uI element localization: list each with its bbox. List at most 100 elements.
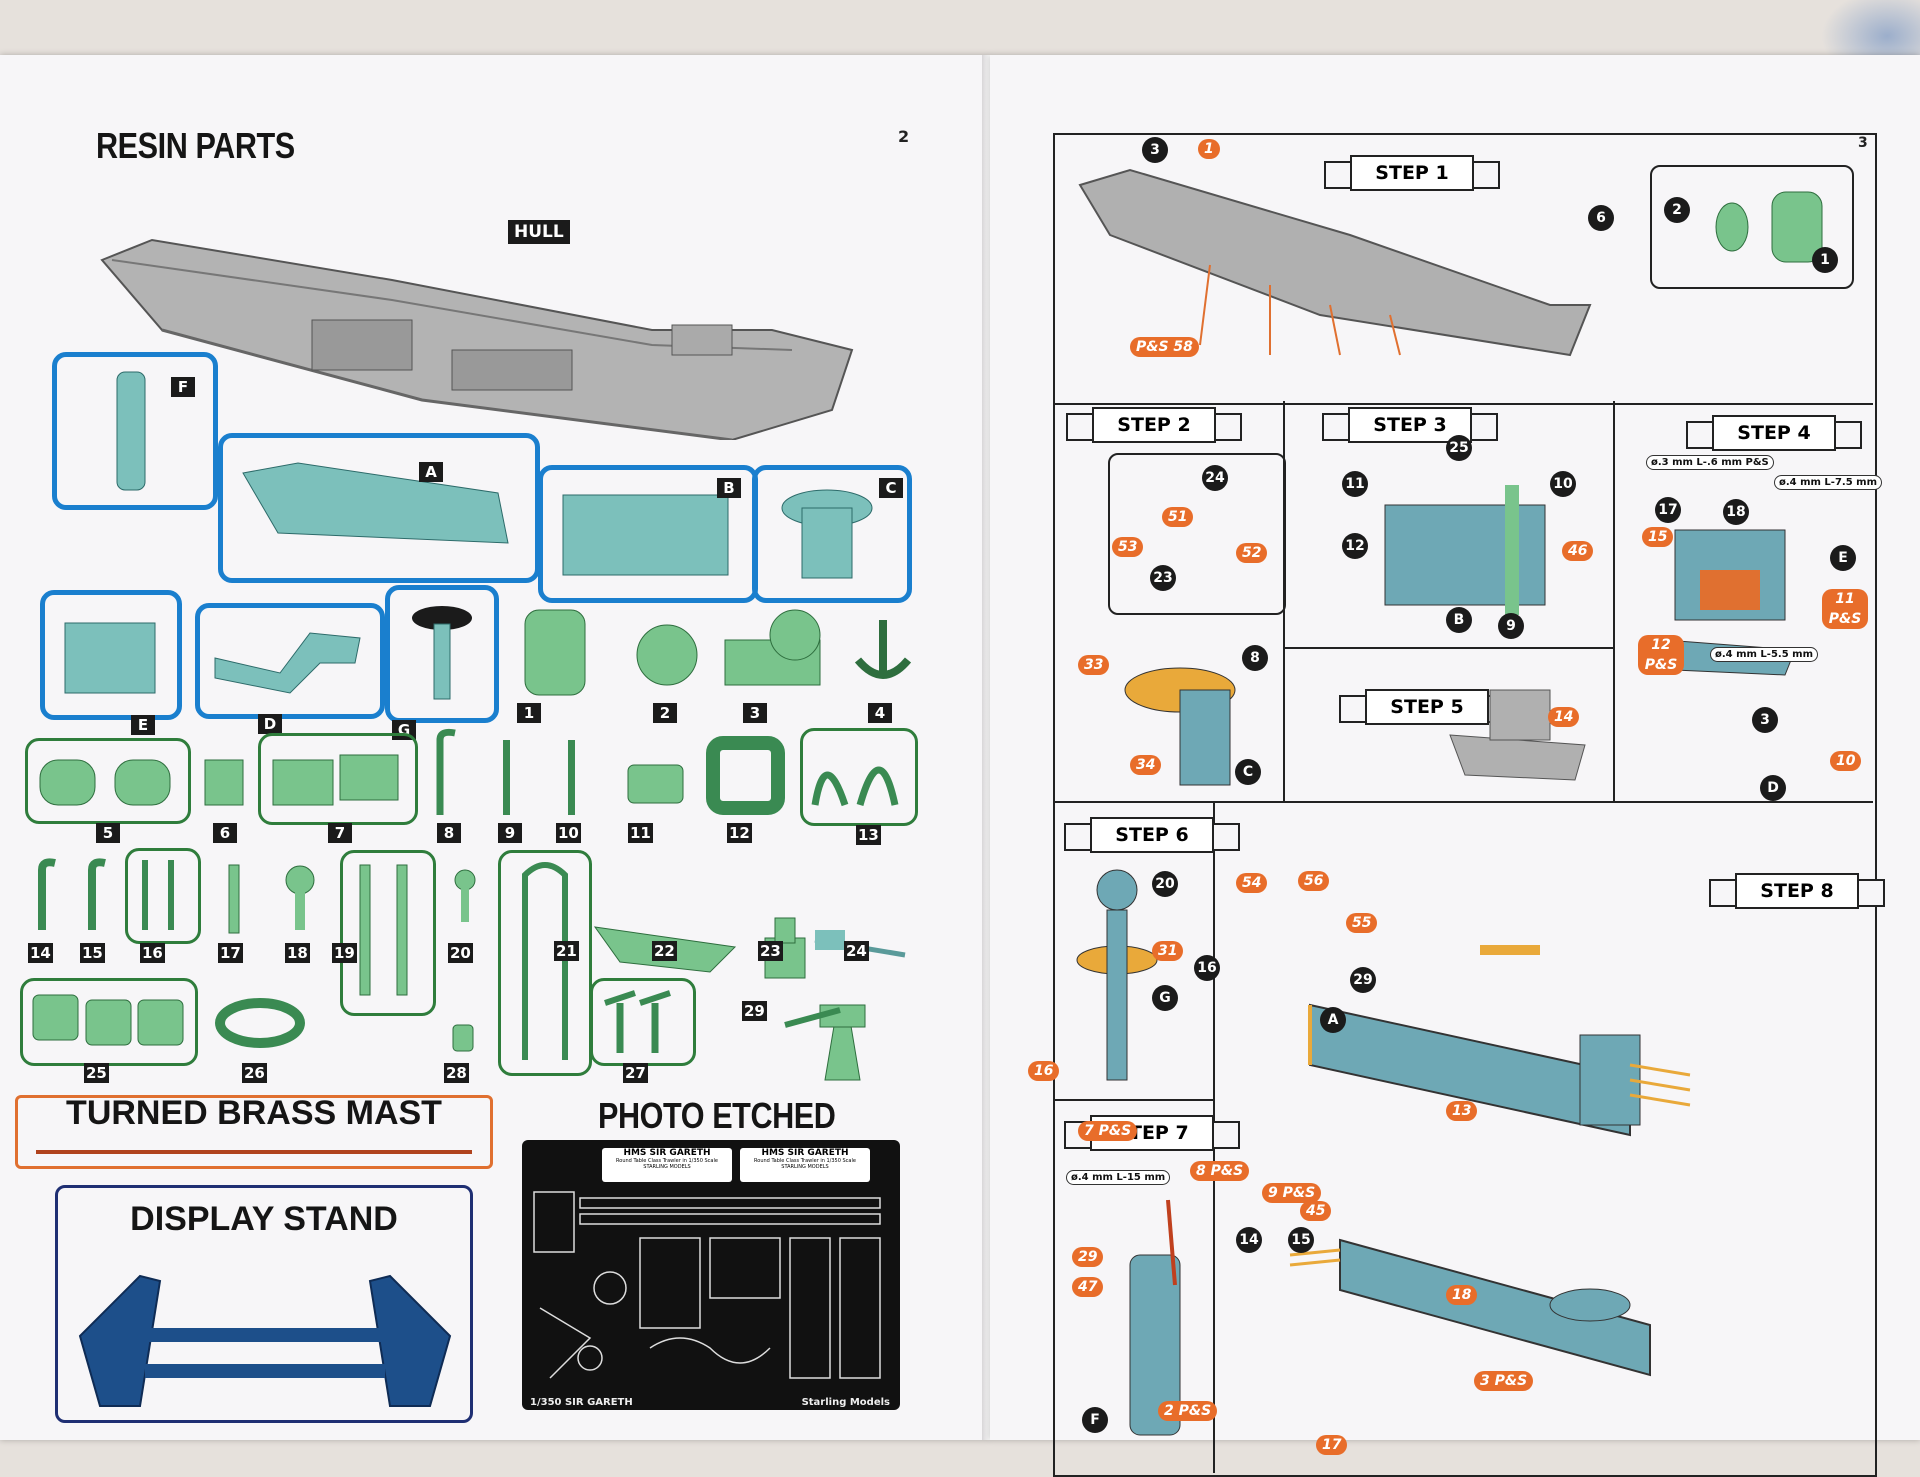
step4-callout-18: 18 [1723,499,1749,525]
step7-assembly-shape [1129,1199,1181,1436]
step1-banner: STEP 1 [1324,155,1500,191]
pe-footer-left: 1/350 SIR GARETH [530,1397,633,1408]
step8-callout-15: 15 [1288,1227,1314,1253]
step3-orange-46: 46 [1562,541,1594,561]
step2-orange-33: 33 [1078,655,1110,675]
step8-orange-16: 16 [1028,1061,1060,1081]
step6-panel [1053,801,1215,1101]
part-number-19: 19 [332,943,357,963]
step8-orange-3ps: 3 P&S [1474,1371,1534,1391]
part-6-shape [204,759,244,806]
part-18-shape [285,865,315,930]
step8-orange-55: 55 [1346,913,1378,933]
step2-callout-24: 24 [1202,465,1228,491]
part-19-shape [359,864,408,996]
part-9-shape [503,740,510,815]
part-14-shape [38,858,56,930]
letter-c: C [879,478,903,498]
part-number-18: 18 [285,943,310,963]
photo-etched-title: PHOTO ETCHED [598,1095,836,1136]
part-17-shape [228,864,240,934]
letter-e: E [131,715,155,735]
step1-panel [1053,133,1873,405]
part-10-shape [568,740,575,815]
brass-mast-box: TURNED BRASS MAST [15,1094,493,1169]
hull-label: HULL [508,220,570,244]
step8-banner: STEP 8 [1709,873,1885,909]
part-number-7: 7 [328,823,352,843]
part-number-21: 21 [554,941,579,961]
step7-banner: STEP 7 [1064,1115,1240,1151]
step3-callout-9: 9 [1498,613,1524,639]
part-28-shape [452,1024,474,1052]
step3-callout-11: 11 [1342,471,1368,497]
part-19-box [340,850,436,1016]
part-27-shape [604,990,671,1053]
part-16-shape [142,860,174,930]
step8-orange-7ps: 7 P&S [1078,1121,1138,1141]
pe-nameplate-1-sub: Round Table Class Trawler in 1/350 Scale [616,1158,718,1164]
step6-callout-20: 20 [1152,871,1178,897]
step8-orange-9ps: 9 P&S [1262,1183,1322,1203]
display-stand-box: DISPLAY STAND [55,1185,473,1423]
step8-assembly-illustration [1289,945,1691,1377]
part-13-shape [811,766,899,807]
part-5-shape [39,759,171,806]
step8-orange-2ps: 2 P&S [1158,1401,1218,1421]
part-number-15: 15 [80,943,105,963]
part-7-shape [272,754,399,806]
step8-orange-45: 45 [1300,1201,1332,1221]
step4-orange-15: 15 [1642,527,1674,547]
pe-nameplate-2: HMS SIR GARETH Round Table Class Trawler… [740,1148,870,1182]
part-number-12: 12 [727,823,752,843]
part-e-box: E [40,590,182,735]
resin-parts-title: RESIN PARTS [96,125,295,166]
part-a-box: A [218,433,540,583]
part-3-shape [724,609,821,686]
step2-callout-8: 8 [1242,645,1268,671]
part-21-shape [522,862,568,1060]
step1-callout-6: 6 [1588,205,1614,231]
part-11-shape [627,764,684,804]
pe-parts-pattern [533,1191,881,1379]
brass-mast-rod [36,1150,472,1154]
pe-footer-right: Starling Models [801,1397,890,1408]
part-number-11: 11 [628,823,653,843]
step6-callout-g: G [1152,985,1178,1011]
part-8-shape [436,728,456,815]
step4-callout-e: E [1830,545,1856,571]
step8-orange-18: 18 [1446,1285,1478,1305]
part-number-1: 1 [517,703,541,723]
step2-banner: STEP 2 [1066,407,1242,443]
part-number-27: 27 [623,1063,648,1083]
step2-callout-c: C [1235,759,1261,785]
pe-nameplate-2-name: HMS SIR GARETH [761,1148,849,1158]
part-21-box [498,850,592,1076]
letter-f: F [171,377,195,397]
step8-callout-14: 14 [1236,1227,1262,1253]
part-d-box: D [195,603,385,734]
step4-assembly-shape [1664,529,1796,676]
step8-orange-56: 56 [1298,871,1330,891]
step8-orange-17: 17 [1316,1435,1348,1455]
step2-assembly-shape [1124,667,1236,786]
step3-callout-12: 12 [1342,533,1368,559]
part-26-shape [215,998,305,1048]
part-1-shape [524,609,586,696]
step7-panel [1053,1099,1215,1473]
step1-detail-inset: 2 1 [1650,165,1854,289]
step4-banner: STEP 4 [1686,415,1862,451]
step3-callout-b: B [1446,607,1472,633]
step4-spec-2: ø.4 mm L-7.5 mm [1774,475,1882,490]
display-stand-title: DISPLAY STAND [130,1200,398,1238]
letter-a: A [419,462,443,482]
step3-banner: STEP 3 [1322,407,1498,443]
part-number-28: 28 [444,1063,469,1083]
step8-orange-13: 13 [1446,1101,1478,1121]
display-stand-shape [78,1274,452,1407]
part-13-box [800,728,918,826]
step5-panel [1283,647,1615,803]
letter-b: B [717,478,741,498]
part-number-2: 2 [653,703,677,723]
part-number-20: 20 [448,943,473,963]
